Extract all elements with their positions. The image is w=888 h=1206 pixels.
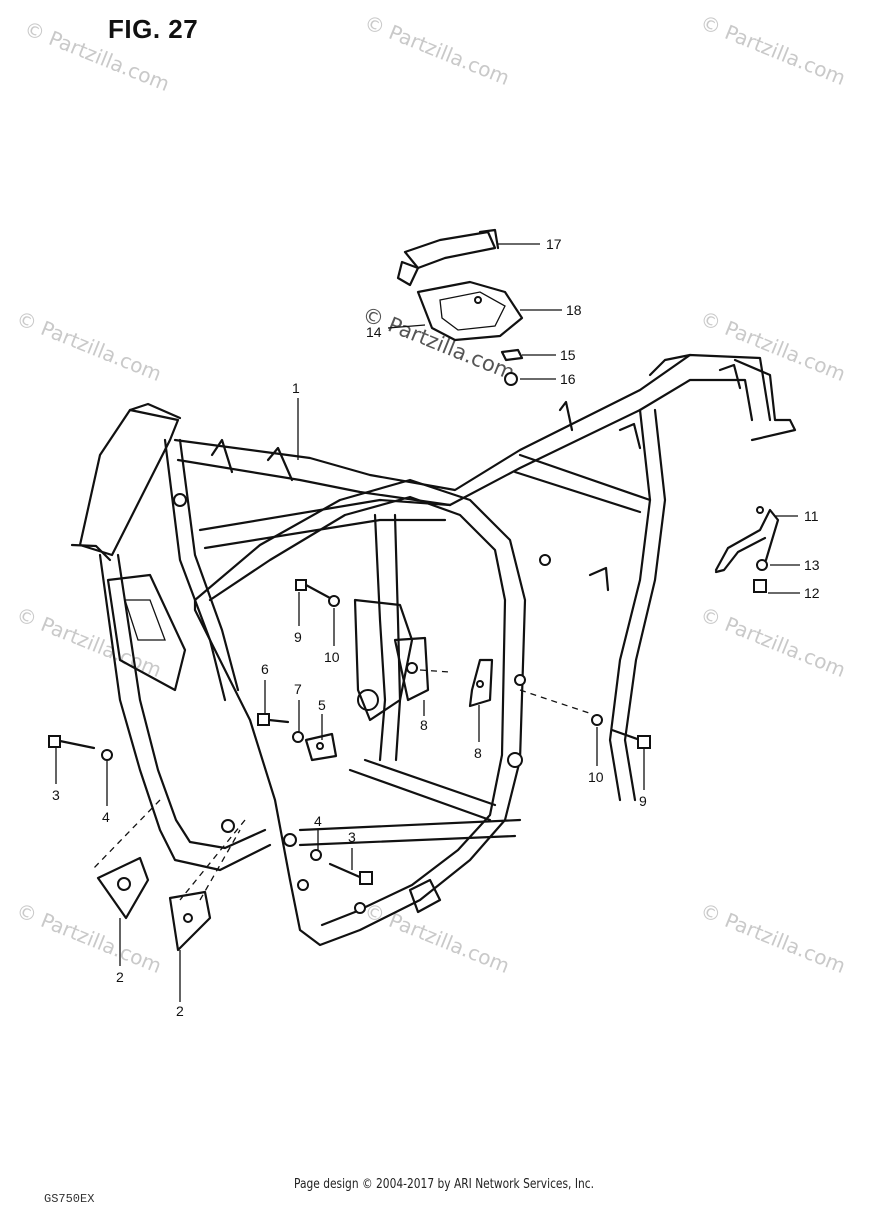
part-2-plate-b xyxy=(168,890,212,952)
callout-13: 13 xyxy=(804,557,820,573)
part-11-bracket xyxy=(714,506,780,574)
part-10-nut-right xyxy=(591,714,603,726)
callout-12: 12 xyxy=(804,585,820,601)
part-13-washer xyxy=(756,559,768,571)
frame-body xyxy=(70,353,797,947)
part-10-nut-left xyxy=(328,595,340,607)
callout-labels: 1 2 2 3 3 4 4 5 6 7 8 8 9 9 10 10 11 12 … xyxy=(52,236,820,1019)
callout-7: 7 xyxy=(294,681,302,697)
part-15-washer xyxy=(500,348,524,362)
part-4-nut-center xyxy=(310,849,322,861)
part-3-bolt-center xyxy=(328,862,373,885)
callout-5: 5 xyxy=(318,697,326,713)
part-9-bolt-left xyxy=(295,579,332,600)
part-18-cover xyxy=(416,280,524,342)
copyright-footer: Page design © 2004-2017 by ARI Network S… xyxy=(294,1177,594,1192)
callout-9: 9 xyxy=(294,629,302,645)
part-8-plate-right xyxy=(468,658,494,708)
callout-3: 3 xyxy=(348,829,356,845)
figure-code: GS750EX xyxy=(44,1192,95,1206)
part-5-plate xyxy=(304,732,338,762)
callout-18: 18 xyxy=(566,302,582,318)
callout-11: 11 xyxy=(804,508,819,524)
part-16-nut xyxy=(504,372,518,386)
callout-16: 16 xyxy=(560,371,576,387)
part-12-bolt xyxy=(753,579,767,593)
callout-9: 9 xyxy=(639,793,647,809)
part-17-strap xyxy=(396,228,500,287)
part-2-plate-a xyxy=(96,856,150,920)
callout-3: 3 xyxy=(52,787,60,803)
callout-6: 6 xyxy=(261,661,269,677)
callout-8: 8 xyxy=(420,717,428,733)
callout-17: 17 xyxy=(546,236,562,252)
callout-4: 4 xyxy=(102,809,110,825)
callout-4: 4 xyxy=(314,813,322,829)
callout-2: 2 xyxy=(116,969,124,985)
callout-14: 14 xyxy=(366,324,382,340)
callout-2: 2 xyxy=(176,1003,184,1019)
callout-1: 1 xyxy=(292,380,300,396)
leader-lines xyxy=(55,243,800,1002)
part-3-bolt-left xyxy=(48,735,96,750)
part-9-bolt-right xyxy=(610,728,651,749)
part-4-nut-left xyxy=(101,749,113,761)
figure-title: FIG. 27 xyxy=(108,14,199,44)
callout-10: 10 xyxy=(324,649,340,665)
callout-10: 10 xyxy=(588,769,604,785)
part-6-bolt xyxy=(257,713,290,726)
callout-8: 8 xyxy=(474,745,482,761)
part-7-nut xyxy=(292,731,304,743)
callout-15: 15 xyxy=(560,347,576,363)
